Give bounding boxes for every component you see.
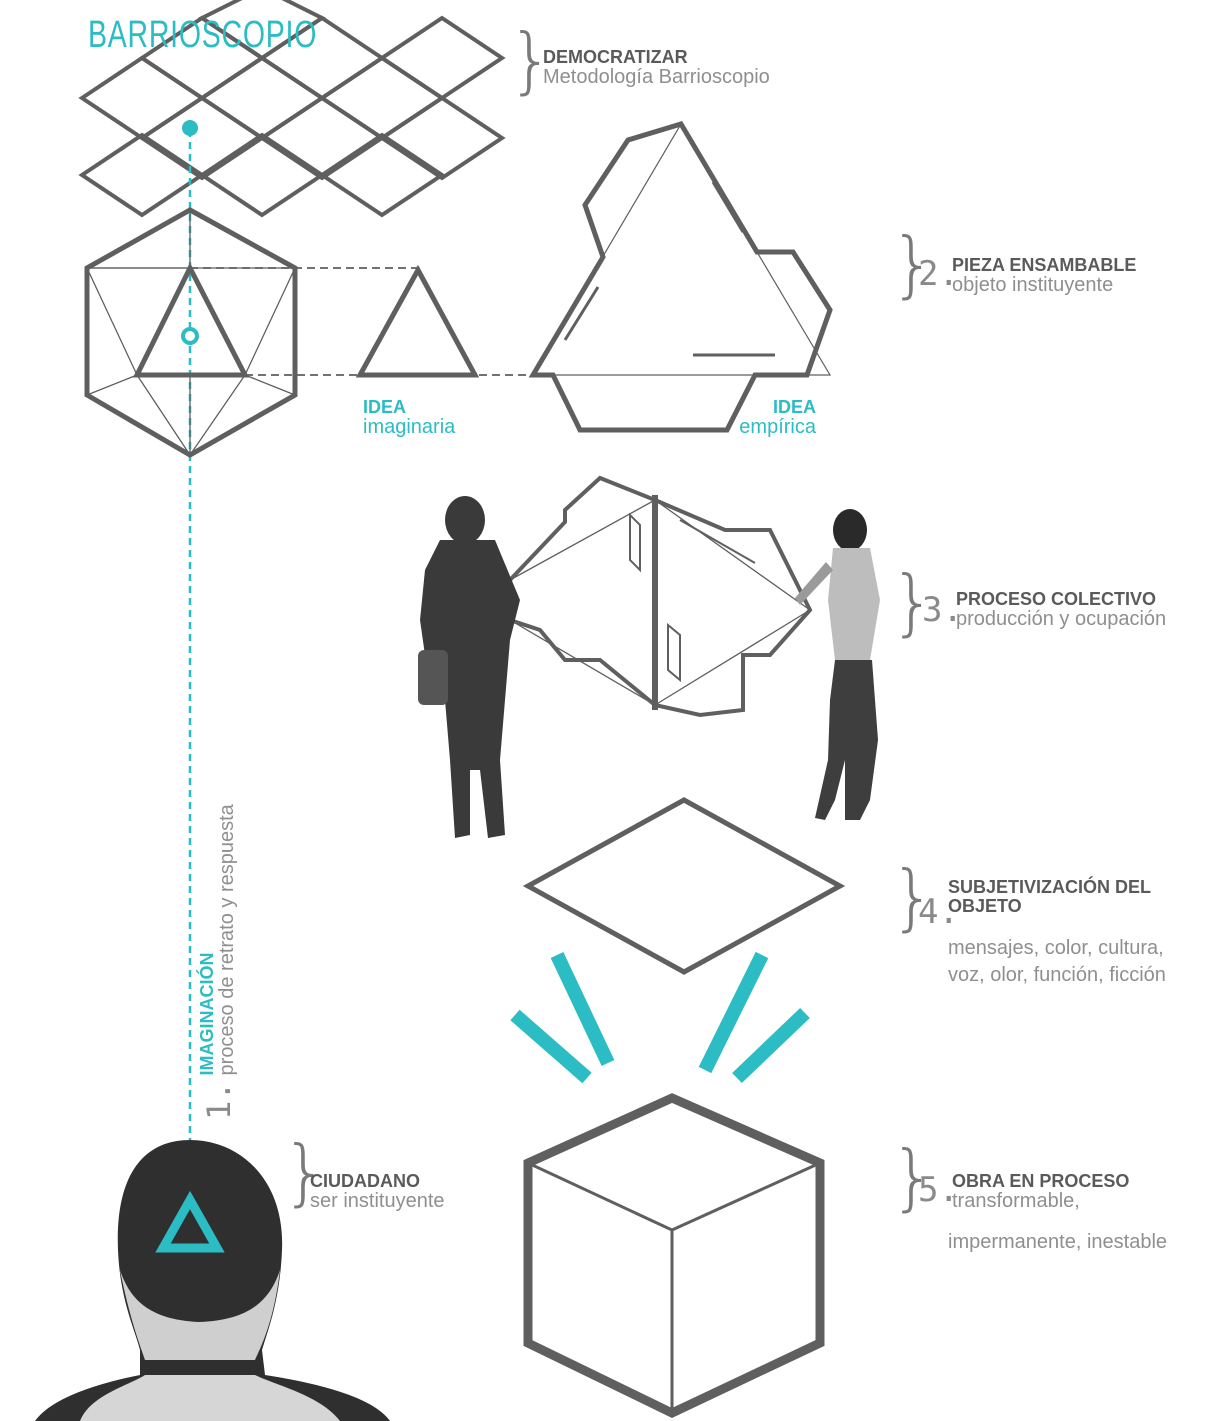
ciudadano-label: CIUDADANO ser instituyente [310,1172,445,1212]
person-right [795,509,880,820]
step2-label: PIEZA ENSAMBABLE objeto instituyente [952,256,1136,296]
assembled-piece-icon [528,121,833,433]
rays-icon [510,951,810,1084]
idea-imaginaria-heading: IDEA [363,397,407,417]
step1-sub: proceso de retrato y respuesta [215,804,238,1076]
idea-empirica-heading: IDEA [772,397,816,417]
idea-empirica-sub: empírica [739,415,816,438]
ciudadano-heading: CIUDADANO [310,1171,420,1191]
step4-number: 4. [918,892,959,932]
step4-label: SUBJETIVIZACIÓN DEL OBJETO [948,878,1188,916]
citizen-silhouette [35,1140,390,1421]
democratizar-sub: Metodología Barrioscopio [543,65,770,88]
step1-number: 1. [199,1081,238,1120]
page-title: BARRIOSCOPIO [88,14,318,56]
step5-sub2: impermanente, inestable [948,1232,1167,1253]
idea-ring-icon [181,327,199,345]
step5-sub-line1: transformable, [952,1189,1080,1212]
person-left [418,496,520,838]
step5-label: OBRA EN PROCESO transformable, [952,1172,1129,1212]
step5-number: 5. [918,1170,959,1210]
step2-sub: objeto instituyente [952,273,1114,296]
rhombus-icon [522,797,846,975]
step3-sub: producción y ocupación [956,607,1167,630]
step4-sub: mensajes, color, cultura, voz, olor, fun… [948,938,1166,986]
idea-empirica-label: IDEA empírica [722,398,816,438]
rhombus-grid [78,0,506,218]
cube-icon [523,1093,825,1418]
step2-heading: PIEZA ENSAMBABLE [952,255,1137,275]
step4-sub-line2: voz, olor, función, ficción [948,964,1166,986]
brace-ciudadano: } [282,1130,328,1214]
brace-step4: } [890,855,936,939]
idea-imaginaria-label: IDEA imaginaria [363,398,455,438]
brace-democratizar: } [508,18,554,102]
step1-heading: IMAGINACIÓN [197,952,217,1076]
ciudadano-sub: ser instituyente [310,1189,445,1212]
step3-label: PROCESO COLECTIVO producción y ocupación [956,590,1166,630]
democratizar-label: DEMOCRATIZAR Metodología Barrioscopio [543,48,770,88]
idea-triangle-icon [355,264,480,378]
step2-number: 2. [918,254,959,294]
step1-vertical: 1. IMAGINACIÓN proceso de retrato y resp… [197,804,238,1120]
frame-piece-icon [508,475,813,718]
brace-step3: } [890,560,936,644]
brace-step2: } [890,222,936,306]
step3-number: 3. [922,590,963,630]
step4-heading: SUBJETIVIZACIÓN DEL OBJETO [948,877,1151,916]
step4-sub-line1: mensajes, color, cultura, [948,937,1164,959]
citizen-triangle-icon [155,1190,225,1253]
idea-imaginaria-sub: imaginaria [363,415,456,438]
democratizar-heading: DEMOCRATIZAR [543,47,688,67]
step5-heading: OBRA EN PROCESO [952,1171,1130,1191]
brace-step5: } [890,1135,936,1219]
step3-heading: PROCESO COLECTIVO [956,589,1157,609]
grid-anchor-dot [182,120,198,136]
step5-sub-line2: impermanente, inestable [948,1231,1168,1253]
